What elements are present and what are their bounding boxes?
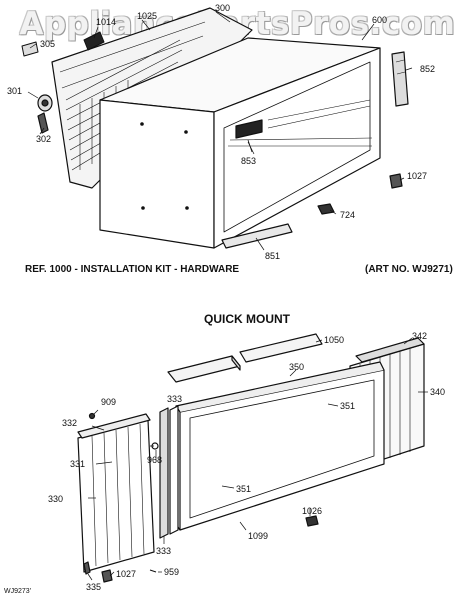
label-302: 302 <box>36 134 52 144</box>
label-600: 600 <box>372 15 388 25</box>
label-351-left: 351 <box>236 484 252 494</box>
label-1025: 1025 <box>137 11 158 21</box>
label-305: 305 <box>40 39 56 49</box>
part-851 <box>221 223 293 249</box>
part-1026 <box>305 515 319 527</box>
label-330: 330 <box>48 494 64 504</box>
label-333-top: 333 <box>167 394 183 404</box>
label-301: 301 <box>7 86 23 96</box>
label-1027-bottom: 1027 <box>116 569 137 579</box>
part-342 <box>355 337 425 363</box>
label-331: 331 <box>70 459 86 469</box>
label-1026: 1026 <box>302 506 323 516</box>
label-351-right: 351 <box>340 401 356 411</box>
label-1099: 1099 <box>248 531 269 541</box>
label-1050: 1050 <box>324 335 345 345</box>
installation-kit-caption: REF. 1000 - INSTALLATION KIT - HARDWARE <box>25 264 240 275</box>
label-1027: 1027 <box>407 171 428 181</box>
drawing-code: WJ9273' <box>4 588 32 595</box>
label-300: 300 <box>215 3 231 13</box>
label-852: 852 <box>420 64 436 74</box>
panel-330 <box>77 413 155 573</box>
quick-mount-heading: QUICK MOUNT <box>204 312 290 326</box>
label-340: 340 <box>430 387 446 397</box>
part-1027-top <box>389 173 403 189</box>
label-724: 724 <box>340 210 356 220</box>
label-1014: 1014 <box>96 17 117 27</box>
label-335: 335 <box>86 582 102 592</box>
part-852 <box>391 51 409 107</box>
part-302 <box>37 112 49 134</box>
part-1014 <box>83 31 105 51</box>
frame-1099 <box>175 361 385 531</box>
art-number: (ART NO. WJ9271) <box>365 264 453 275</box>
part-301 <box>37 94 53 112</box>
part-959 <box>149 569 157 573</box>
label-332: 332 <box>62 418 78 428</box>
label-968: 968 <box>147 455 163 465</box>
label-333-bottom: 333 <box>156 546 172 556</box>
part-968 <box>150 442 159 450</box>
label-853: 853 <box>241 156 257 166</box>
label-350: 350 <box>289 362 305 372</box>
label-851: 851 <box>265 251 281 261</box>
cabinet-600 <box>99 37 381 249</box>
part-1050 <box>167 333 323 383</box>
part-909 <box>88 412 96 420</box>
part-335 <box>83 561 91 575</box>
label-909: 909 <box>101 397 117 407</box>
part-333 <box>159 405 179 539</box>
label-959: 959 <box>164 567 180 577</box>
part-724 <box>317 203 335 215</box>
part-1027-bottom <box>101 569 113 583</box>
label-342: 342 <box>412 331 428 341</box>
